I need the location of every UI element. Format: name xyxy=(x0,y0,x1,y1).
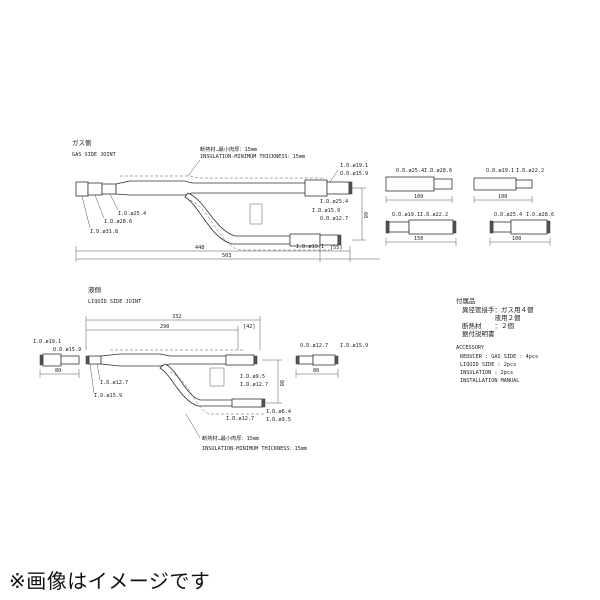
svg-text:332: 332 xyxy=(172,314,181,320)
liquid-insulation-en: INSULATION-MINIMUM THICKNESS：15mm xyxy=(202,446,307,452)
svg-text:O.D.ø25.4: O.D.ø25.4 xyxy=(494,212,522,218)
gas-label-254: I.D.ø25.4 xyxy=(118,211,146,217)
gas-label-318: I.D.ø31.8 xyxy=(90,229,118,235)
liquid-title-jp: 液側 xyxy=(88,285,102,294)
svg-text:[42]: [42] xyxy=(243,324,256,330)
gas-dim-55: [55] xyxy=(330,245,343,251)
gas-reducer-4: 100 O.D.ø25.4 I.D.ø28.6 xyxy=(489,212,554,246)
svg-text:100: 100 xyxy=(414,194,423,200)
gas-title-jp: ガス側 xyxy=(72,138,92,147)
svg-text:据付説明書: 据付説明書 xyxy=(462,329,495,338)
liquid-insulation-jp: 断熱材…最小肉厚：15mm xyxy=(202,434,259,442)
accessory-title-en: ACCESSORY xyxy=(456,345,485,351)
svg-text:60: 60 xyxy=(362,212,368,218)
svg-text:I.D.ø12.7: I.D.ø12.7 xyxy=(240,382,268,388)
svg-text:REDUCER : GAS SIDE : 4pcs: REDUCER : GAS SIDE : 4pcs xyxy=(460,354,538,360)
gas-label-159: O.D.ø15.9 xyxy=(340,171,368,177)
gas-insulation-leader xyxy=(187,159,201,177)
svg-text:INSULATION : 2pcs: INSULATION : 2pcs xyxy=(460,370,513,376)
svg-text:I.D.ø9.5: I.D.ø9.5 xyxy=(266,417,291,423)
svg-text:O.D.ø12.7: O.D.ø12.7 xyxy=(300,343,328,349)
svg-text:I.D.ø6.4: I.D.ø6.4 xyxy=(266,409,291,415)
svg-text:I.D.ø9.5: I.D.ø9.5 xyxy=(240,374,265,380)
gas-title-en: GAS SIDE JOINT xyxy=(72,152,116,158)
liquid-reducer-right: 80 O.D.ø12.7 I.D.ø15.9 xyxy=(295,343,368,378)
svg-text:80: 80 xyxy=(313,368,319,374)
svg-text:80: 80 xyxy=(55,368,61,374)
svg-text:I.D.ø15.9: I.D.ø15.9 xyxy=(340,343,368,349)
svg-text:290: 290 xyxy=(160,324,169,330)
svg-text:O.D.ø25.4: O.D.ø25.4 xyxy=(396,168,424,174)
svg-text:100: 100 xyxy=(498,194,507,200)
gas-label-127: O.D.ø12.7 xyxy=(320,216,348,222)
svg-text:断熱材 ：２個: 断熱材 ：２個 xyxy=(462,321,515,330)
gas-label-159b: I.D.ø15.9 xyxy=(312,208,340,214)
gas-label-286: I.D.ø28.6 xyxy=(104,219,132,225)
svg-text:I.D.ø22.2: I.D.ø22.2 xyxy=(420,212,448,218)
svg-text:INSTALLATION MANUAL: INSTALLATION MANUAL xyxy=(460,378,519,384)
svg-text:100: 100 xyxy=(512,236,521,242)
liquid-title-en: LIQUID SIDE JOINT xyxy=(88,299,141,305)
svg-text:I.D.ø22.2: I.D.ø22.2 xyxy=(516,168,544,174)
liquid-reducer-left: 80 I.D.ø19.1 O.D.ø15.9 xyxy=(33,339,81,378)
svg-text:O.D.ø15.9: O.D.ø15.9 xyxy=(53,347,81,353)
accessory-title-jp: 付属品 xyxy=(456,296,476,305)
svg-text:I.D.ø19.1: I.D.ø19.1 xyxy=(33,339,61,345)
accessory-note: 付属品 異径管接手：ガス用４個 液用２個 断熱材 ：２個 据付説明書 ACCES… xyxy=(456,296,538,384)
svg-text:I.D.ø15.9: I.D.ø15.9 xyxy=(94,393,122,399)
gas-reducer-2: 100 O.D.ø19.1 I.D.ø22.2 xyxy=(473,168,544,203)
svg-text:O.D.ø19.1: O.D.ø19.1 xyxy=(392,212,420,218)
gas-label-191b: I.D.ø19.1 xyxy=(296,244,324,250)
svg-text:異径管接手：ガス用４個: 異径管接手：ガス用４個 xyxy=(462,305,534,314)
gas-label-254b: I.D.ø25.4 xyxy=(320,199,348,205)
image-disclaimer-caption: ※画像はイメージです xyxy=(9,569,211,593)
svg-text:I.D.ø28.6: I.D.ø28.6 xyxy=(424,168,452,174)
gas-label-191: I.D.ø19.1 xyxy=(340,163,368,169)
liquid-joint-body xyxy=(85,349,266,415)
gas-dim-448: 448 xyxy=(195,245,204,251)
gas-joint-body xyxy=(75,175,353,251)
svg-text:O.D.ø19.1: O.D.ø19.1 xyxy=(486,168,514,174)
gas-dim-503: 503 xyxy=(222,253,231,259)
gas-insulation-jp: 断熱材…最小肉厚：15mm xyxy=(200,145,257,153)
gas-reducer-1: 100 O.D.ø25.4 I.D.ø28.6 xyxy=(385,168,453,203)
svg-text:150: 150 xyxy=(414,236,423,242)
liquid-side-section: 液側 LIQUID SIDE JOINT 332 290 [42] 80 I.D… xyxy=(33,285,368,452)
svg-text:LIQUID SIDE : 2pcs: LIQUID SIDE : 2pcs xyxy=(460,362,516,368)
gas-side-section: ガス側 GAS SIDE JOINT 断熱材…最小肉厚：15mm INSULAT… xyxy=(72,138,554,262)
gas-reducer-3: 150 O.D.ø19.1 I.D.ø22.2 xyxy=(385,212,457,246)
svg-text:80: 80 xyxy=(278,380,284,386)
svg-text:液用２個: 液用２個 xyxy=(462,313,521,322)
svg-text:I.D.ø12.7: I.D.ø12.7 xyxy=(100,380,128,386)
svg-text:I.D.ø28.6: I.D.ø28.6 xyxy=(526,212,554,218)
svg-text:I.D.ø12.7: I.D.ø12.7 xyxy=(226,416,254,422)
gas-insulation-en: INSULATION-MINIMUM THICKNESS：15mm xyxy=(200,154,305,160)
